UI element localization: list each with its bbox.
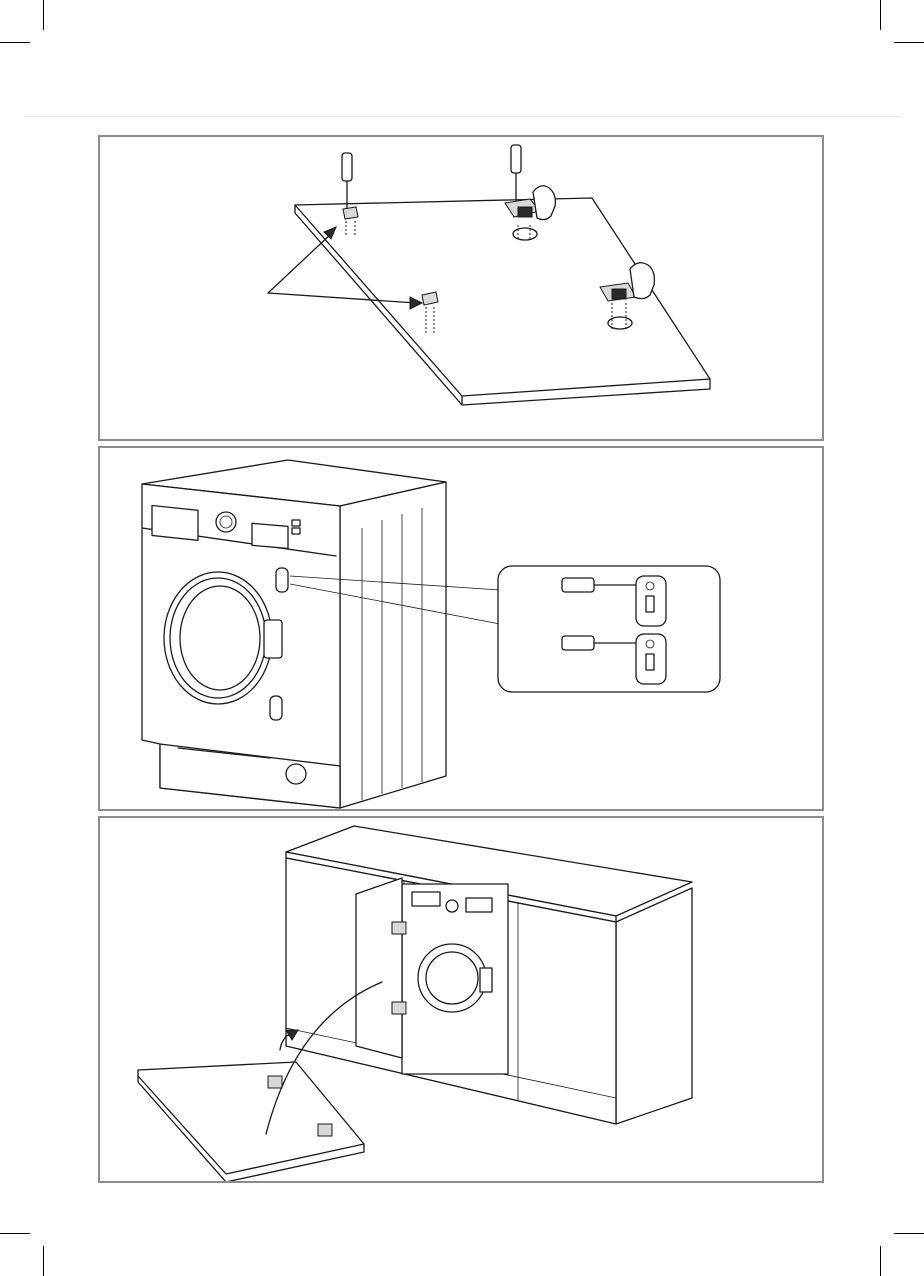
crop-mark-top-right-h <box>894 42 924 43</box>
crop-mark-top-right <box>880 0 881 30</box>
crop-mark-bottom-right <box>880 1246 881 1276</box>
display-panel <box>252 523 288 548</box>
filter-cap <box>286 764 306 784</box>
door-handle <box>264 620 282 658</box>
screwdriver-icon <box>342 153 352 209</box>
hinge-receiver-bottom <box>270 696 282 720</box>
header-rule <box>24 116 900 117</box>
loose-door-panel <box>138 1062 364 1182</box>
washing-machine-illustration <box>100 448 824 811</box>
cabinet-installation-illustration <box>100 818 824 1183</box>
open-cabinet-door <box>356 878 402 1058</box>
hinge-receiver-top <box>276 568 288 592</box>
crop-mark-top-left <box>43 0 44 30</box>
door-slab <box>295 198 710 405</box>
door-panel-illustration <box>100 137 824 441</box>
crop-mark-bottom-left-h <box>0 1233 30 1234</box>
figure-machine-hinge-screws <box>98 446 824 811</box>
screwdriver-icon <box>511 145 521 205</box>
crop-mark-bottom-left <box>43 1246 44 1276</box>
figure-door-hanging <box>98 816 824 1183</box>
figure-door-hinge-mounting <box>98 135 824 441</box>
crop-mark-bottom-right-h <box>894 1233 924 1234</box>
crop-mark-top-left-h <box>0 42 30 43</box>
